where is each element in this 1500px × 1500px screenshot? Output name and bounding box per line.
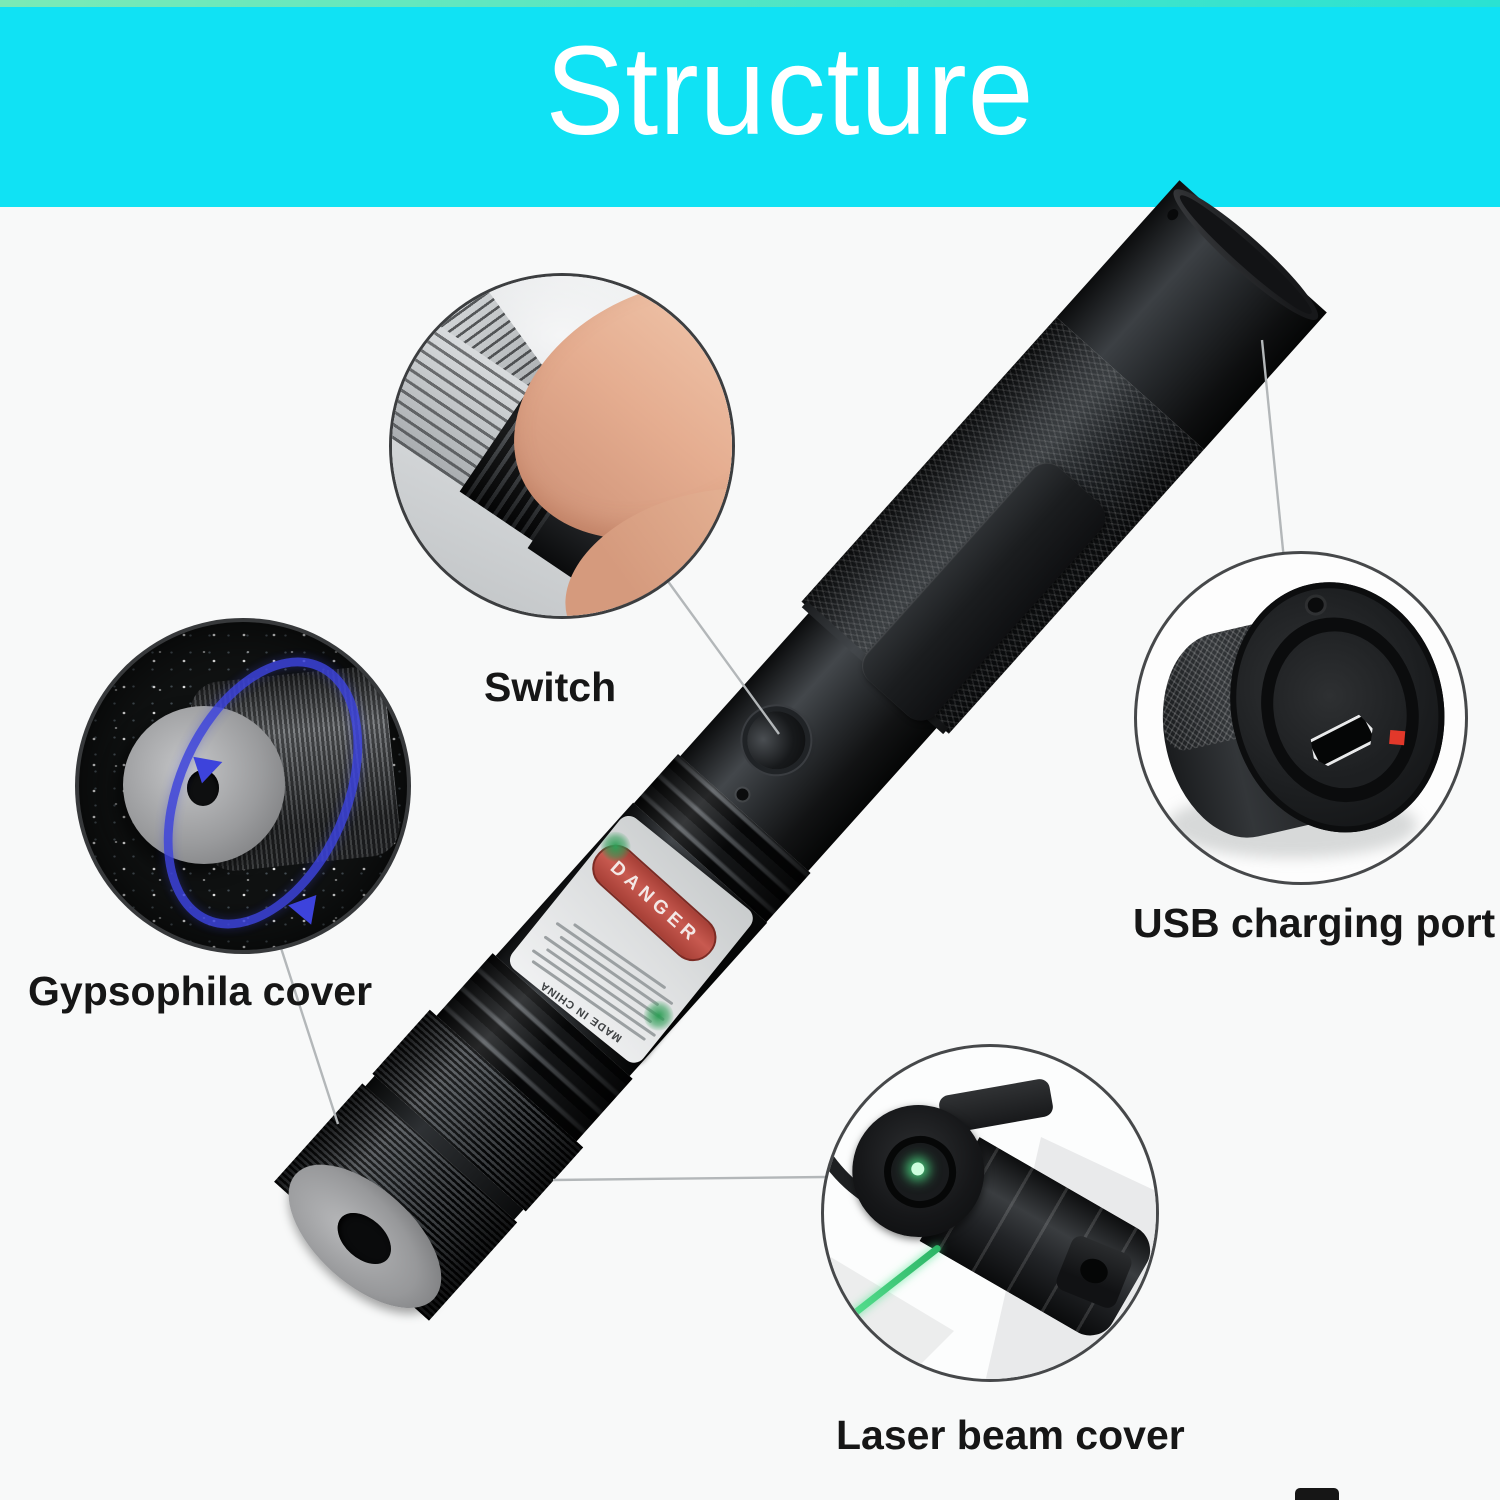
callout-line-laser	[552, 1175, 827, 1182]
red-marker-icon	[1389, 729, 1406, 746]
inset-laser-beam-cover	[824, 1047, 1156, 1379]
page-title: Structure	[545, 20, 1035, 161]
banner-top-strip	[0, 0, 1500, 7]
label-usb-charging-port: USB charging port	[1133, 900, 1496, 946]
label-switch: Switch	[484, 664, 617, 710]
label-laser-beam-cover: Laser beam cover	[836, 1412, 1185, 1458]
inset-gypsophila-cover	[79, 622, 407, 950]
usb-cap-closeup	[1137, 554, 1465, 882]
star-cap-aperture	[187, 770, 219, 806]
watermark-fragment	[1295, 1488, 1339, 1500]
title-banner: Structure	[0, 0, 1500, 207]
inset-switch	[392, 276, 732, 616]
background-shadow	[824, 1247, 954, 1379]
label-gypsophila-cover: Gypsophila cover	[28, 968, 373, 1014]
inset-usb-charging-port	[1137, 554, 1465, 882]
